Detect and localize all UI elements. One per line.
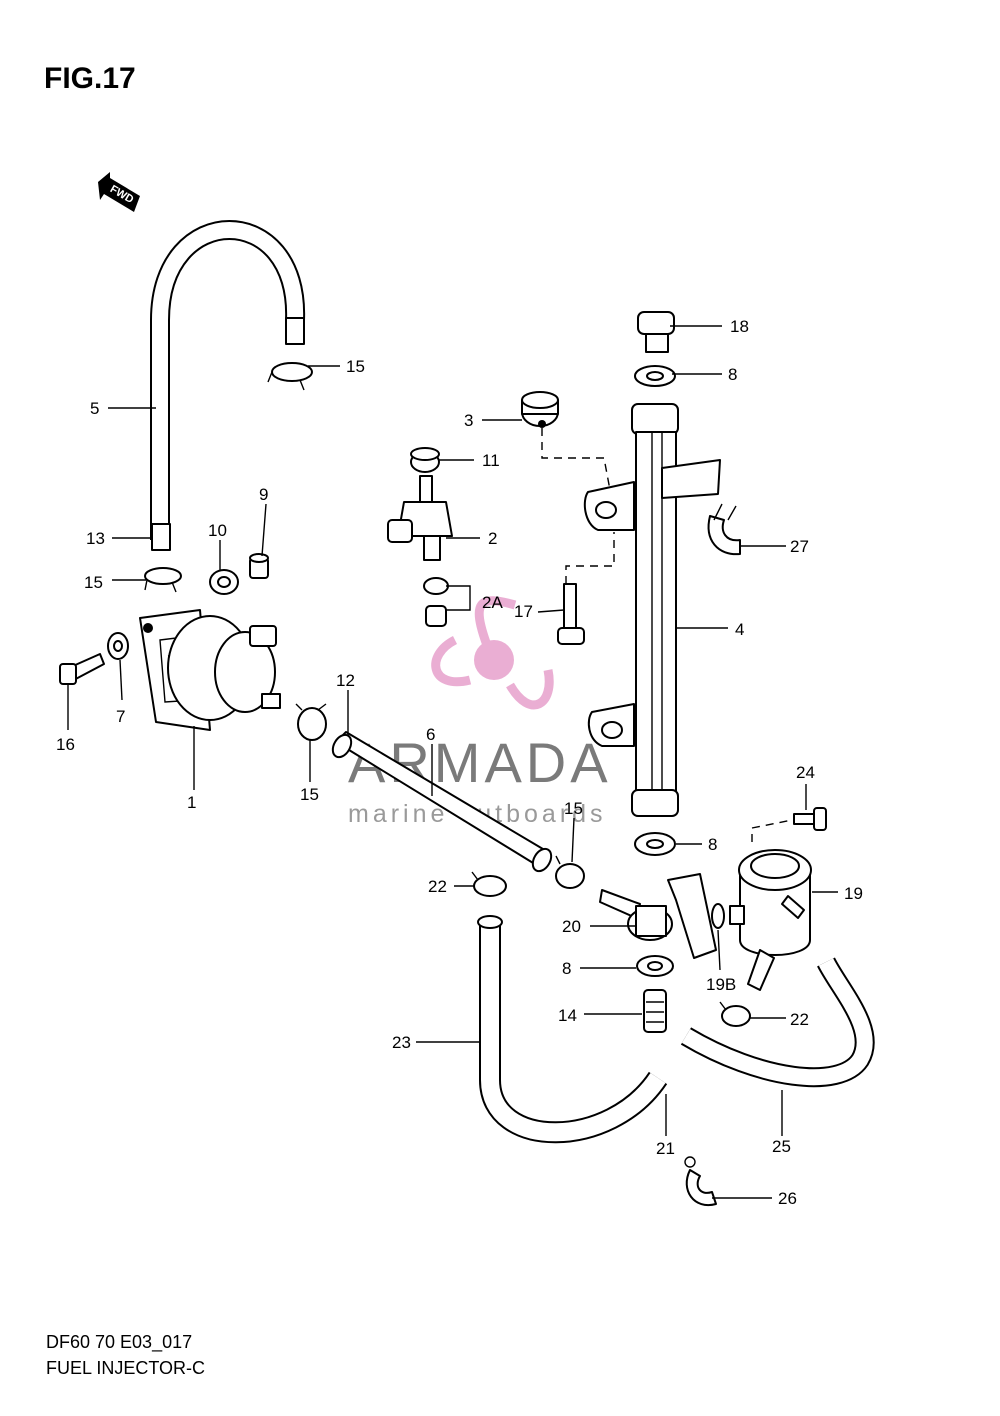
o-ring-11 [410, 447, 440, 473]
seal-2A [423, 577, 449, 627]
callout-20: 20 [562, 917, 581, 936]
callout-7: 7 [116, 707, 125, 726]
bolt-16 [59, 653, 105, 685]
hose-clamp-15-mid [295, 703, 327, 741]
union-bolt-14 [643, 989, 667, 1033]
callout-24: 24 [796, 763, 815, 782]
callout-19B: 19B [706, 975, 736, 994]
callout-8-bottom: 8 [562, 959, 571, 978]
callout-17: 17 [514, 602, 533, 621]
washer-8-bottom [636, 955, 674, 977]
watermark-logo [431, 596, 554, 710]
callout-12: 12 [336, 671, 355, 690]
callout-22-left: 22 [428, 877, 447, 896]
fitting-20 [599, 873, 717, 959]
figure-name: FUEL INJECTOR-C [46, 1358, 206, 1378]
callout-13: 13 [86, 529, 105, 548]
callout-19: 19 [844, 884, 863, 903]
callout-6: 6 [426, 725, 435, 744]
callout-16: 16 [56, 735, 75, 754]
collar-9 [249, 553, 269, 579]
grommet-10 [209, 569, 239, 595]
cap-3 [521, 391, 559, 428]
washer-8-mid [634, 832, 676, 856]
bolt-24 [793, 807, 827, 831]
callout-27: 27 [790, 537, 809, 556]
fuel-injector-2 [387, 475, 453, 561]
callout-11: 11 [482, 451, 500, 470]
figure-title: FIG.17 [44, 62, 136, 95]
pressure-regulator-19 [729, 849, 812, 991]
leader-lines [67, 325, 838, 1199]
callout-9: 9 [259, 485, 268, 504]
figure-code: DF60 70 E03_017 [46, 1332, 193, 1352]
washer-7 [107, 632, 129, 660]
callout-8-mid: 8 [708, 835, 717, 854]
callout-22-right: 22 [790, 1010, 809, 1029]
hose-clamp-22-left [471, 871, 507, 897]
hose-clamp-15-right [555, 855, 585, 889]
callout-15-top: 15 [346, 357, 365, 376]
bolt-17 [557, 583, 585, 645]
dash-leader-24 [751, 819, 793, 842]
hose-clamp-22-right [719, 1001, 751, 1027]
hose-clamp-15-left [144, 567, 182, 593]
callout-15-left: 15 [84, 573, 103, 592]
washer-8-top [634, 365, 676, 387]
callout-5: 5 [90, 399, 99, 418]
callout-4: 4 [735, 620, 744, 639]
callout-2A: 2A [482, 593, 503, 612]
clip-26 [684, 1156, 717, 1207]
callout-14: 14 [558, 1006, 577, 1025]
callout-3: 3 [464, 411, 473, 430]
fuel-hose-25 [680, 957, 875, 1088]
dash-leader-17 [565, 532, 615, 584]
callout-2: 2 [488, 529, 497, 548]
fwd-arrow: FWD [98, 172, 140, 212]
plug-18 [637, 311, 675, 353]
hose-clamp-15-top [267, 362, 313, 391]
callout-15-right: 15 [564, 799, 583, 818]
callout-18: 18 [730, 317, 749, 336]
callout-labels: 18 8 15 5 3 11 9 10 2 13 27 15 2A 17 4 1… [56, 317, 863, 1208]
callout-21: 21 [656, 1139, 675, 1158]
dash-leader-3 [541, 428, 611, 491]
fuel-hose-23 [477, 915, 668, 1144]
callout-10: 10 [208, 521, 227, 540]
vapor-separator-1 [139, 609, 281, 731]
callout-8-top: 8 [728, 365, 737, 384]
callout-26: 26 [778, 1189, 797, 1208]
callout-15-mid: 15 [300, 785, 319, 804]
callout-25: 25 [772, 1137, 791, 1156]
clip-27 [707, 503, 741, 556]
o-ring-19B [711, 903, 725, 929]
fuel-rail-4 [583, 403, 721, 817]
callout-23: 23 [392, 1033, 411, 1052]
fuel-hose-5 [150, 220, 306, 551]
callout-1: 1 [187, 793, 196, 812]
fuel-hose-6 [331, 731, 553, 873]
